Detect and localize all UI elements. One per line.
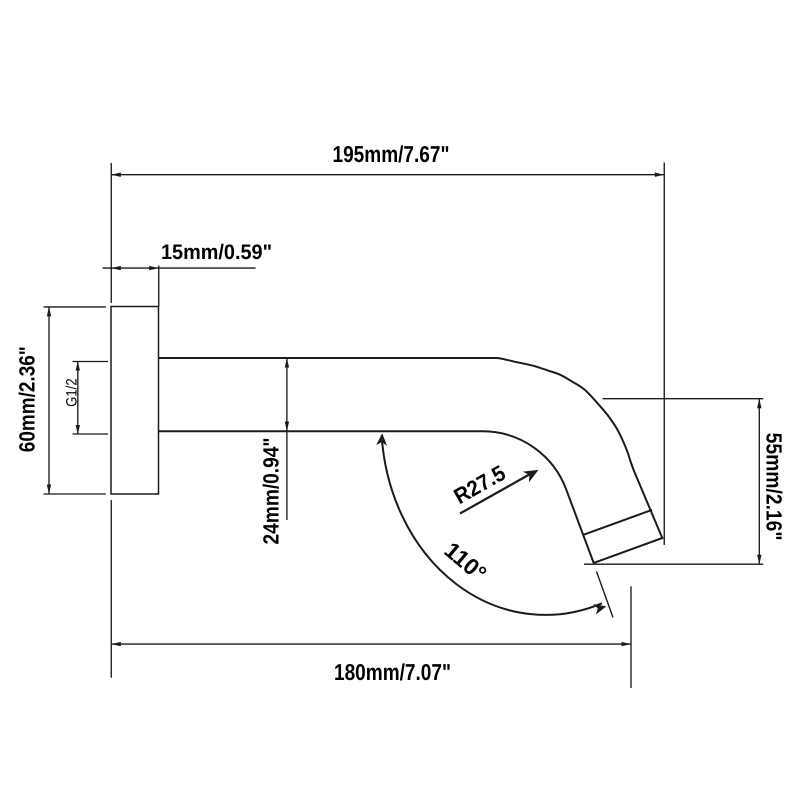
svg-text:15mm/0.59": 15mm/0.59" [161, 241, 272, 264]
svg-text:24mm/0.94": 24mm/0.94" [259, 438, 284, 545]
svg-text:195mm/7.67": 195mm/7.67" [333, 141, 450, 167]
svg-text:G1/2: G1/2 [63, 378, 80, 407]
svg-text:180mm/7.07": 180mm/7.07" [334, 659, 451, 685]
svg-text:60mm/2.36": 60mm/2.36" [14, 346, 39, 452]
svg-text:55mm/2.16": 55mm/2.16" [762, 433, 787, 541]
